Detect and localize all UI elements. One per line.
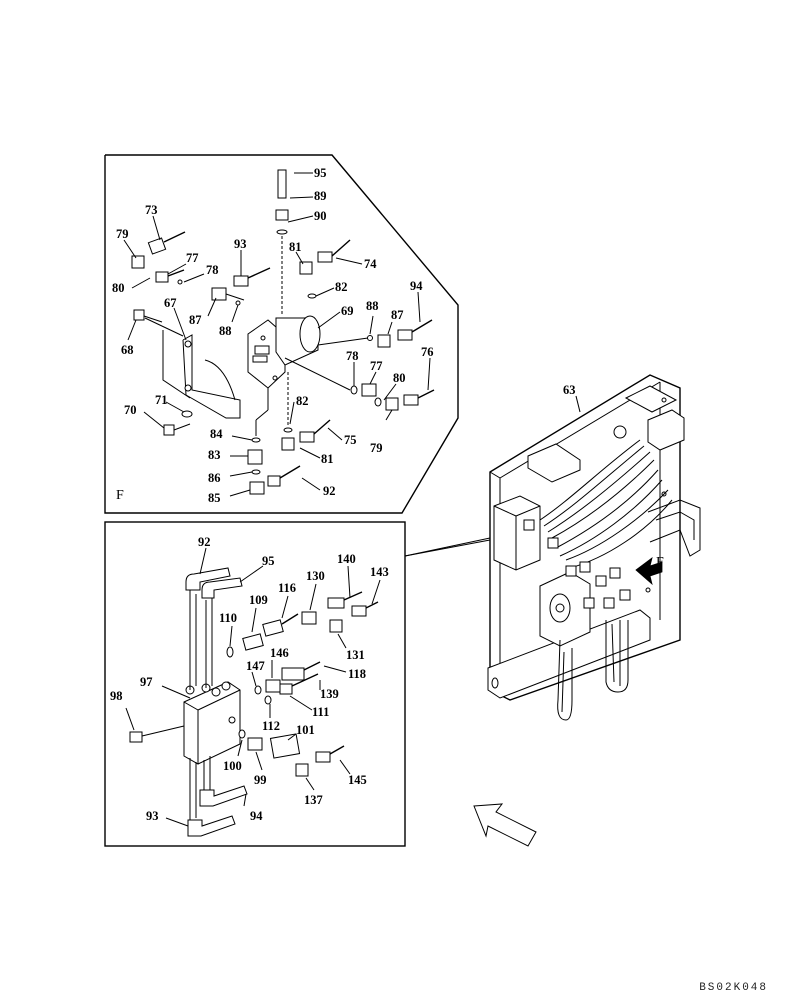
callout-68: 68 [121,343,134,357]
callout-93: 93 [234,237,247,251]
callout-95: 95 [314,166,327,180]
callout-82-bottom: 82 [296,394,309,408]
callout-97: 97 [140,675,153,689]
callout-147: 147 [246,659,265,673]
direction-arrow [473,803,537,847]
callout-143: 143 [370,565,389,579]
upper-detail-frame: F [104,154,459,514]
callout-99: 99 [254,773,267,787]
callout-85: 85 [208,491,221,505]
callout-78: 78 [206,263,219,277]
callout-92: 92 [323,484,336,498]
callout-116: 116 [278,581,296,595]
callout-73: 73 [145,203,158,217]
upper-callouts: 95 89 90 73 79 93 81 74 77 78 80 82 69 8… [112,166,434,505]
callout-98: 98 [110,689,123,703]
callout-139: 139 [320,687,339,701]
callout-112: 112 [262,719,280,733]
callout-92-lower: 92 [198,535,211,549]
callout-77: 77 [186,251,199,265]
callout-110: 110 [219,611,237,625]
callout-94: 94 [410,279,423,293]
upper-assembly [131,169,435,495]
callout-89: 89 [314,189,327,203]
main-assembly: F 63 [487,374,701,721]
callout-109: 109 [249,593,268,607]
callout-83: 83 [208,448,221,462]
callout-87-right: 87 [391,308,404,322]
callout-67: 67 [164,296,177,310]
callout-78-right: 78 [346,349,359,363]
callout-101: 101 [296,723,315,737]
callout-146: 146 [270,646,289,660]
upper-view-label: F [116,488,124,503]
callout-93-lower: 93 [146,809,159,823]
callout-79: 79 [116,227,129,241]
callout-88-right: 88 [366,299,379,313]
callout-118: 118 [348,667,366,681]
lower-assembly [129,567,379,837]
callout-79-right: 79 [370,441,383,455]
callout-88-left: 88 [219,324,232,338]
callout-137: 137 [304,793,323,807]
callout-131: 131 [346,648,365,662]
callout-81-bottom: 81 [321,452,334,466]
callout-94-lower: 94 [250,809,263,823]
document-code: BS02K048 [699,982,768,994]
callout-80: 80 [112,281,125,295]
callout-145: 145 [348,773,367,787]
callout-63: 63 [563,383,576,397]
callout-86: 86 [208,471,221,485]
callout-75: 75 [344,433,357,447]
callout-74: 74 [364,257,377,271]
callout-76: 76 [421,345,434,359]
lower-callouts: 92 95 140 143 130 116 109 110 131 146 14… [110,535,389,827]
callout-70: 70 [124,403,137,417]
callout-130: 130 [306,569,325,583]
callout-87-left: 87 [189,313,202,327]
callout-111: 111 [312,705,329,719]
callout-71: 71 [155,393,168,407]
callout-84: 84 [210,427,223,441]
main-view-label: F [656,555,664,570]
callout-69: 69 [341,304,354,318]
callout-140: 140 [337,552,356,566]
callout-77-right: 77 [370,359,383,373]
callout-100: 100 [223,759,242,773]
callout-82: 82 [335,280,348,294]
callout-95-lower: 95 [262,554,275,568]
callout-90: 90 [314,209,327,223]
callout-81: 81 [289,240,302,254]
callout-80-right: 80 [393,371,406,385]
